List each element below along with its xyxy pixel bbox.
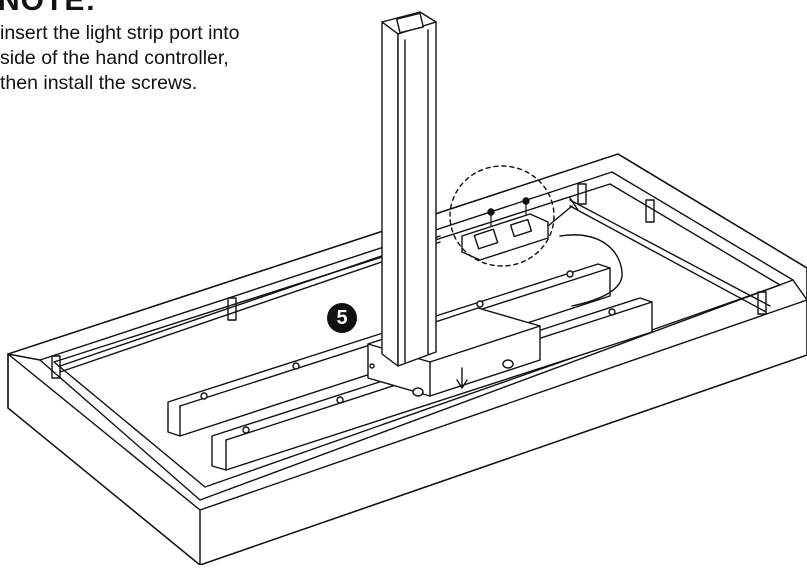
note-heading: NOTE: bbox=[0, 0, 97, 17]
down-arrow-icon bbox=[456, 367, 468, 389]
dashed-detail-circle bbox=[449, 165, 555, 267]
note-line: then install the screws. bbox=[0, 72, 198, 94]
hand-controller bbox=[461, 197, 579, 261]
clip bbox=[51, 355, 61, 379]
clip bbox=[227, 297, 237, 321]
tabletop-corner-right bbox=[792, 279, 807, 301]
cable bbox=[559, 234, 623, 307]
cable-rail bbox=[51, 183, 771, 379]
screw-icon bbox=[487, 197, 530, 227]
step-number-badge: 5 bbox=[327, 303, 357, 333]
note-line: side of the hand controller, bbox=[0, 47, 229, 69]
clip bbox=[645, 199, 655, 223]
clip bbox=[757, 291, 767, 315]
tabletop-top-edge bbox=[7, 153, 807, 355]
leg-column bbox=[381, 11, 437, 367]
clip bbox=[577, 183, 587, 205]
note-line: insert the light strip port into bbox=[0, 22, 240, 44]
tabletop-corner-left bbox=[7, 353, 41, 361]
tabletop-front-top bbox=[7, 299, 807, 511]
